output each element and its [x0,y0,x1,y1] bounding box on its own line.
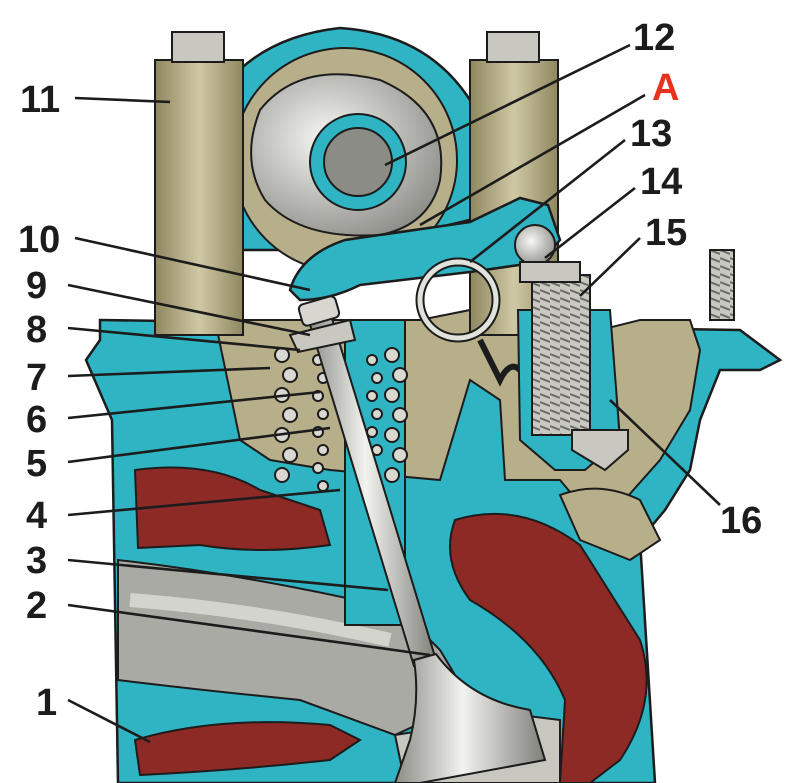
coolant-jacket-left [133,466,332,551]
inner-spring-coil-left [317,444,329,456]
callout-10: 10 [18,219,60,261]
outer-spring-coil-left [282,367,298,383]
leader-3 [67,558,389,592]
adjusting-bolt-thread [531,274,591,436]
valve-stem-cap [297,295,341,327]
callout-11: 11 [20,79,60,121]
coolant-jacket-bottom [133,721,362,777]
outer-spring-coil-left [282,407,298,423]
outer-spring-coil-right [384,427,400,443]
callout-12: 12 [633,17,675,59]
leader-4 [67,488,341,517]
inner-spring-coil-right [371,372,383,384]
valve [288,295,547,783]
inner-spring-coil-right [366,354,378,366]
outer-spring-coil-right [392,407,408,423]
inner-spring-coil-left [317,408,329,420]
callout-8: 8 [26,309,47,351]
callout-16: 16 [720,500,762,542]
inner-spring-coil-right [366,390,378,402]
callout-5: 5 [26,443,47,485]
adjusting-bolt-assembly [514,224,629,472]
callout-4: 4 [26,495,47,537]
leader-14 [544,186,636,260]
outer-spring-coil-right [384,387,400,403]
coolant-jackets [133,466,648,783]
callout-15: 15 [645,212,687,254]
leader-2 [67,603,431,657]
leader-1 [67,698,151,744]
leader-15 [579,237,641,297]
callout-13: 13 [630,113,672,155]
coolant-jacket-right [449,512,648,783]
outer-spring-coil-right [392,367,408,383]
inner-spring-coil-right [371,408,383,420]
callout-7: 7 [26,357,47,399]
callout-3: 3 [26,540,47,582]
outer-spring-coil-left [274,467,290,483]
leader-12 [384,43,631,167]
valve-head [393,652,547,783]
rocker-retaining-spring-core [417,259,499,341]
leader-10 [74,236,311,292]
callout-2: 2 [26,585,47,627]
leader-5 [67,426,331,464]
callout-a: A [652,67,679,109]
outer-spring-coil-right [384,347,400,363]
leader-16 [609,399,721,506]
stud-right-nut [486,31,540,63]
valve-spring-retainer [288,318,357,354]
head-stud-far-right [709,249,735,321]
leader-8 [67,326,301,352]
head-right-pocket [558,487,662,562]
intake-port-highlight [129,593,392,647]
outer-spring-coil-left [274,347,290,363]
adjusting-bolt-ball [514,224,556,266]
adjusting-bolt-locknut [519,261,581,283]
adjusting-bolt-tip [571,429,629,472]
callout-labels: 1 2 3 4 5 6 7 8 9 10 11 12 A 13 14 15 16 [18,17,762,724]
camshaft-center [323,127,393,197]
callout-9: 9 [26,265,47,307]
leader-a [419,93,646,227]
callout-1: 1 [36,682,57,724]
leader-13 [469,138,626,264]
outer-spring-coil-right [392,447,408,463]
outer-spring-coil-right [384,467,400,483]
camshaft-bearing-housing [193,26,492,273]
inner-spring-coil-left [317,480,329,492]
leader-9 [67,283,311,337]
callout-14: 14 [640,161,682,203]
leader-7 [67,366,271,378]
stud-left-nut [171,31,225,63]
leader-6 [67,390,321,420]
inner-spring-coil-left [312,462,324,474]
callout-6: 6 [26,399,47,441]
leader-11 [74,96,171,104]
leader-lines [67,43,721,744]
outer-spring-coil-left [282,447,298,463]
